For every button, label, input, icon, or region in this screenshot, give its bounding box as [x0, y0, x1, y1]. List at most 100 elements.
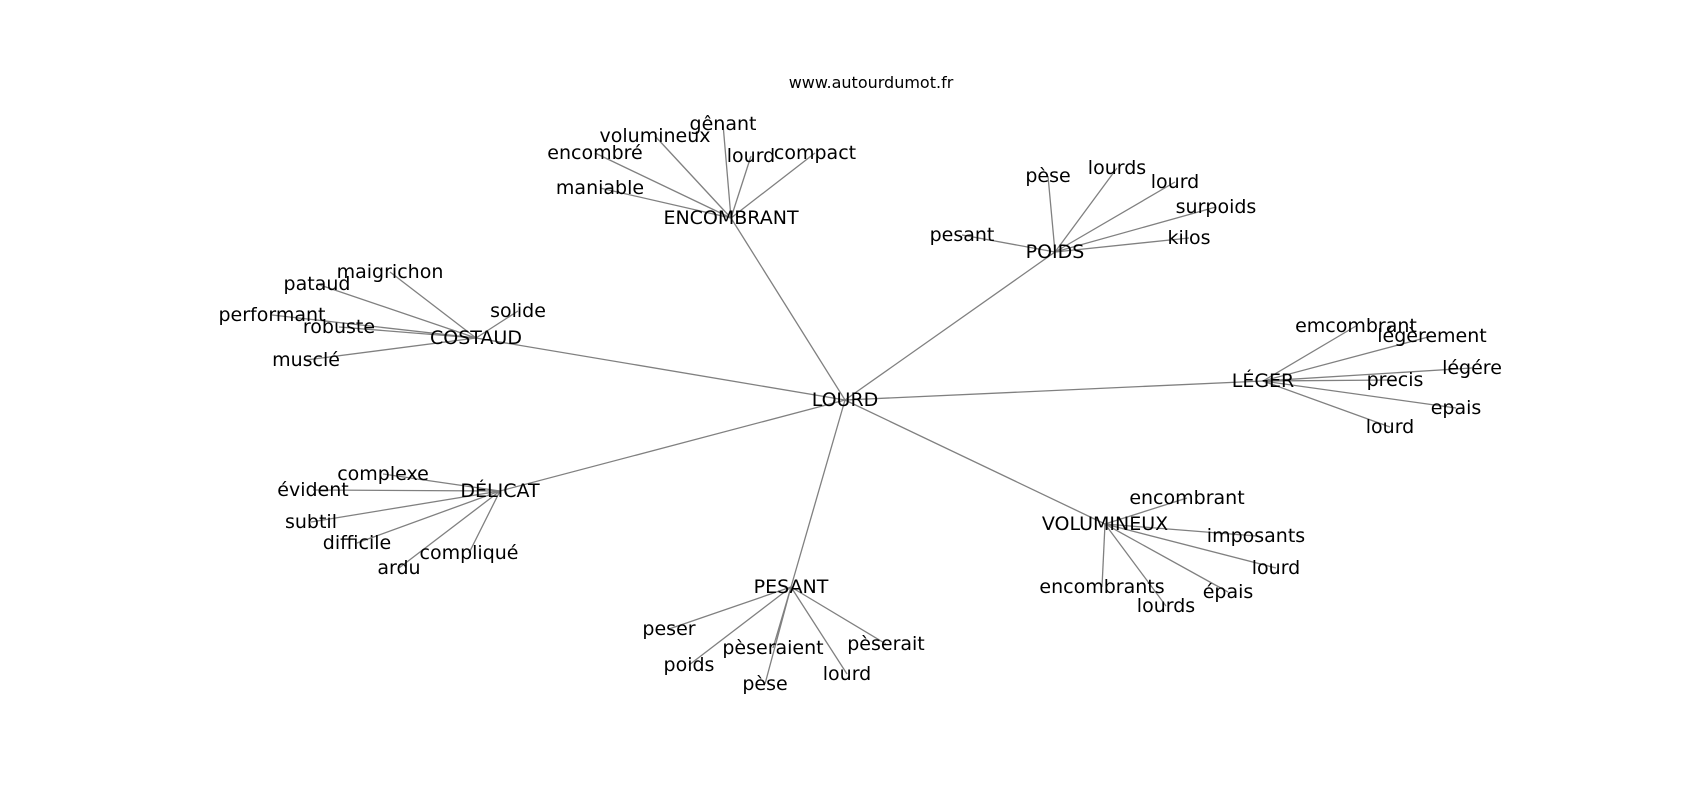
- edge-group-word: [599, 187, 732, 219]
- related-word[interactable]: compliqué: [420, 542, 519, 564]
- group-word[interactable]: DÉLICAT: [460, 479, 540, 502]
- related-word[interactable]: robuste: [303, 316, 375, 338]
- group-word[interactable]: POIDS: [1026, 241, 1085, 263]
- related-word[interactable]: lourd: [1366, 416, 1414, 438]
- edge-group-word: [271, 314, 477, 339]
- related-word[interactable]: ardu: [377, 557, 420, 579]
- related-word[interactable]: lourds: [1088, 157, 1146, 179]
- related-word[interactable]: compact: [774, 142, 856, 164]
- related-word[interactable]: maniable: [556, 177, 644, 199]
- edge-group-word: [1104, 523, 1229, 593]
- edge-group-word: [356, 490, 501, 544]
- site-url[interactable]: www.autourdumot.fr: [789, 73, 954, 92]
- related-word[interactable]: volumineux: [600, 125, 711, 147]
- edge-group-word: [316, 283, 477, 339]
- edge-group-word: [1054, 181, 1176, 253]
- edge-group-word: [398, 490, 501, 569]
- group-word[interactable]: ENCOMBRANT: [663, 207, 799, 229]
- edge-group-word: [1104, 523, 1167, 607]
- related-word[interactable]: precis: [1367, 369, 1424, 391]
- related-word[interactable]: performant: [219, 304, 326, 326]
- related-word[interactable]: imposants: [1207, 525, 1305, 547]
- edge-group-word: [389, 271, 477, 339]
- edge-center-group: [730, 217, 846, 401]
- edge-group-word: [382, 473, 501, 492]
- edge-group-word: [668, 586, 792, 630]
- edge-group-word: [468, 490, 501, 554]
- related-word[interactable]: légére: [1442, 357, 1502, 379]
- edge-center-group: [844, 399, 1106, 525]
- related-word[interactable]: surpoids: [1176, 196, 1257, 218]
- edge-group-word: [1054, 237, 1190, 253]
- related-word[interactable]: lourd: [823, 663, 871, 685]
- related-word[interactable]: lourds: [1137, 595, 1195, 617]
- group-word[interactable]: VOLUMINEUX: [1042, 513, 1168, 535]
- edge-group-word: [730, 155, 752, 219]
- edge-group-word: [1054, 167, 1118, 253]
- edge-group-word: [338, 326, 477, 339]
- related-word[interactable]: évident: [277, 479, 348, 501]
- edge-center-group: [475, 337, 846, 401]
- edge-group-word: [1262, 379, 1396, 382]
- related-word[interactable]: complexe: [337, 463, 429, 485]
- edge-group-word: [594, 152, 732, 219]
- graph-edges: [271, 123, 1473, 685]
- edge-group-word: [1262, 335, 1433, 382]
- related-word[interactable]: maigrichon: [337, 261, 444, 283]
- edge-group-word: [764, 586, 792, 685]
- related-word[interactable]: solide: [490, 300, 546, 322]
- related-word[interactable]: subtil: [285, 511, 337, 533]
- edge-group-word: [1262, 325, 1357, 382]
- group-word[interactable]: COSTAUD: [430, 327, 522, 349]
- edge-group-word: [790, 586, 887, 645]
- related-word[interactable]: poids: [664, 654, 715, 676]
- edge-group-word: [790, 586, 848, 675]
- related-word[interactable]: pesant: [930, 224, 995, 246]
- related-word[interactable]: légèrement: [1377, 325, 1487, 347]
- edge-center-group: [844, 251, 1056, 401]
- group-word[interactable]: PESANT: [754, 576, 829, 598]
- related-word[interactable]: musclé: [272, 349, 340, 371]
- related-word[interactable]: épais: [1203, 581, 1254, 603]
- edge-group-word: [654, 135, 732, 219]
- related-word[interactable]: kilos: [1167, 227, 1210, 249]
- related-word[interactable]: pataud: [284, 273, 351, 295]
- related-word[interactable]: epais: [1431, 397, 1482, 419]
- edge-group-word: [1262, 367, 1473, 382]
- related-word[interactable]: gênant: [690, 113, 757, 135]
- related-word[interactable]: emcombrant: [1295, 315, 1417, 337]
- edge-group-word: [310, 490, 501, 523]
- edge-center-group: [499, 399, 846, 492]
- related-word[interactable]: encombrant: [1129, 487, 1244, 509]
- related-word[interactable]: difficile: [323, 532, 391, 554]
- related-word[interactable]: encombré: [547, 142, 642, 164]
- related-word[interactable]: pèse: [742, 673, 787, 695]
- edge-group-word: [1262, 380, 1391, 428]
- edge-center-group: [790, 399, 846, 588]
- related-word[interactable]: peser: [642, 618, 695, 640]
- edge-group-word: [475, 310, 519, 339]
- group-word[interactable]: LÉGER: [1232, 369, 1295, 392]
- center-word[interactable]: LOURD: [812, 389, 879, 411]
- edge-group-word: [1054, 206, 1217, 253]
- edge-center-group: [844, 380, 1264, 401]
- related-word[interactable]: encombrants: [1039, 576, 1164, 598]
- related-word[interactable]: lourd: [727, 145, 775, 167]
- related-word[interactable]: lourd: [1252, 557, 1300, 579]
- edge-group-word: [688, 586, 792, 666]
- edge-group-word: [722, 123, 732, 219]
- edge-group-word: [305, 337, 477, 361]
- related-word[interactable]: pèseraient: [722, 637, 823, 659]
- edge-group-word: [1104, 497, 1188, 525]
- edge-group-word: [1101, 523, 1106, 588]
- related-word[interactable]: pèse: [1025, 165, 1070, 187]
- edge-group-word: [730, 152, 816, 219]
- edge-group-word: [961, 234, 1056, 253]
- edge-group-word: [1047, 175, 1056, 253]
- related-word[interactable]: lourd: [1151, 171, 1199, 193]
- edge-group-word: [1262, 380, 1457, 409]
- edge-group-word: [312, 489, 501, 492]
- related-word[interactable]: pèserait: [847, 633, 925, 655]
